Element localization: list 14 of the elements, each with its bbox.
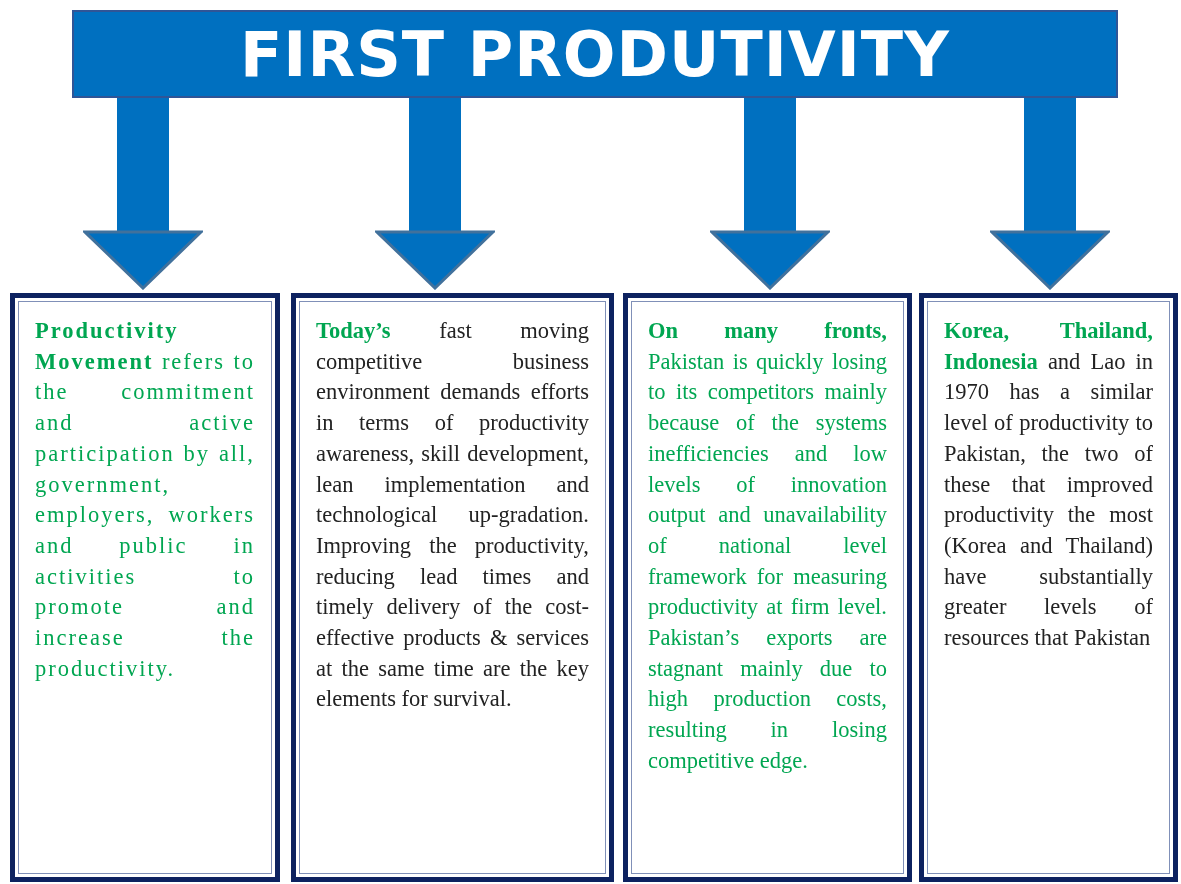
paragraph: Productivity Movement refers to the commitment and active participation by all, government, employers, workers and public in activities to promote and increase the productivity. xyxy=(35,317,255,683)
paragraph: On many fronts, Pakistan is quickly losing to its competitors mainly because of the systems inefficiencies and low levels of innovation output and unavailability of national level framework for measuring productivity at firm level. Pakistan’s exports are stagnant mainly due to high production costs, resulting in losing competitive edge. xyxy=(648,317,887,775)
text-panel xyxy=(10,293,280,882)
block-arrow xyxy=(83,98,203,290)
text-panel xyxy=(623,293,912,882)
block-arrow xyxy=(710,98,830,290)
block-arrow xyxy=(990,98,1110,290)
paragraph: Today’s fast moving competitive business environment demands efforts in terms of productivity awareness, skill development, lean implementation and technological up-gradation. Improving the productivity, reducing lead times and timely delivery of the cost-effective products & services at the same time are the key elements for survival. xyxy=(316,317,589,714)
banner-title: FIRST PRODUTIVITY xyxy=(240,17,950,91)
text-panel xyxy=(919,293,1178,882)
paragraph: Korea, Thailand, Indonesia and Lao in 1970 has a similar level of productivity to Pakistan, the two of these that improved productivity the most (Korea and Thailand) have substantially greater levels of resources that Pakistan xyxy=(944,317,1153,653)
title-banner xyxy=(72,10,1118,98)
text-panel xyxy=(291,293,614,882)
block-arrow xyxy=(375,98,495,290)
